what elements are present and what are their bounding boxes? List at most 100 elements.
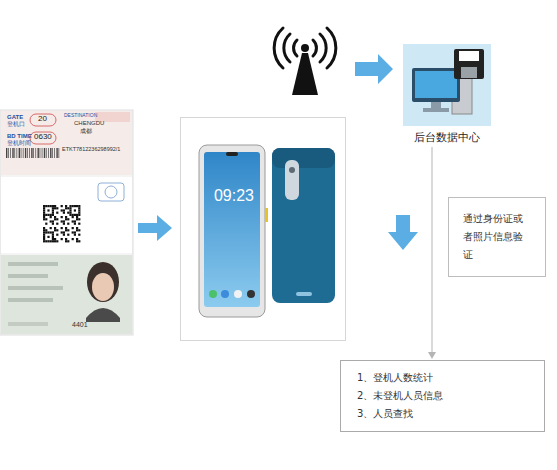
qr-cell: [76, 240, 78, 242]
ticket-text: 4401: [72, 321, 88, 328]
ticket-collage: GATE登机口20DESTINATIONCHENGDU成都BD TIME登机时间…: [0, 110, 133, 335]
qr-cell: [56, 234, 58, 236]
qr-cell: [52, 223, 54, 225]
qr-cell: [61, 227, 63, 229]
qr-cell: [52, 240, 54, 242]
qr-cell: [52, 236, 54, 238]
connector: [428, 147, 436, 359]
qr-cell: [61, 209, 63, 211]
arrow-head: [157, 215, 172, 241]
barcode-bar: [54, 148, 56, 158]
barcode: [6, 148, 59, 158]
qr-cell: [72, 238, 74, 240]
qr-cell: [45, 231, 47, 233]
qr-cell: [43, 214, 45, 216]
qr-cell: [43, 240, 45, 242]
qr-cell: [47, 205, 49, 207]
barcode-bar: [58, 148, 60, 158]
qr-cell: [61, 238, 63, 240]
qr-cell: [72, 231, 74, 233]
phone-panel: 09:23: [180, 117, 346, 341]
qr-cell: [67, 240, 69, 242]
qr-cell: [65, 227, 67, 229]
note-box: 通过身份证或者照片信息验证: [448, 197, 546, 277]
qr-cell: [76, 227, 78, 229]
list-item: 1、登机人数统计: [357, 369, 528, 387]
barcode-bar: [25, 148, 26, 158]
phone-illustration: [199, 145, 335, 317]
ticket-text: 登机时间: [7, 140, 31, 146]
qr-cell: [43, 207, 45, 209]
qr-cell: [69, 205, 71, 207]
ticket-text: 0630: [34, 133, 52, 141]
barcode-bar: [41, 148, 43, 158]
barcode-bar: [33, 148, 35, 158]
qr-cell: [54, 216, 56, 218]
qr-cell: [78, 240, 80, 242]
qr-cell: [56, 218, 58, 220]
barcode-bar: [10, 148, 12, 158]
qr-cell: [78, 223, 80, 225]
qr-cell: [74, 209, 76, 211]
qr-cell: [43, 218, 45, 220]
barcode-bar: [6, 148, 7, 158]
qr-cell: [54, 205, 56, 207]
qr-cell: [52, 238, 54, 240]
qr-cell: [61, 205, 63, 207]
qr-cell: [76, 218, 78, 220]
qr-cell: [78, 234, 80, 236]
qr-cell: [67, 207, 69, 209]
qr-cell: [63, 223, 65, 225]
antenna-icon: [274, 28, 336, 95]
qr-cell: [76, 214, 78, 216]
qr-cell: [72, 227, 74, 229]
qr-cell: [50, 205, 52, 207]
qr-cell: [69, 212, 71, 214]
qr-cell: [43, 205, 45, 207]
ticket-text: 成都: [80, 128, 92, 134]
data-center: 后台数据中心: [403, 44, 491, 145]
qr-cell: [54, 207, 56, 209]
barcode-bar: [16, 148, 18, 158]
qr-cell: [43, 238, 45, 240]
qr-cell: [50, 220, 52, 222]
ticket-text: CHENGDU: [74, 120, 104, 126]
qr-cell: [69, 207, 71, 209]
list-item: 2、未登机人员信息: [357, 387, 528, 405]
qr-cell: [63, 234, 65, 236]
barcode-bar: [45, 148, 47, 158]
connector-line: [138, 223, 158, 233]
qr-cell: [43, 234, 45, 236]
barcode-bar: [56, 148, 57, 158]
qr-cell: [43, 209, 45, 211]
qr-cell: [78, 205, 80, 207]
qr-cell: [72, 214, 74, 216]
clock-text: 09:23: [201, 188, 267, 204]
qr-cell: [47, 209, 49, 211]
qr-cell: [67, 234, 69, 236]
ticket-text: DESTINATION: [64, 113, 97, 118]
qr-cell: [65, 240, 67, 242]
barcode-bar: [22, 148, 24, 158]
qr-cell: [72, 220, 74, 222]
qr-cell: [52, 220, 54, 222]
qr-cell: [47, 236, 49, 238]
qr-cell: [56, 223, 58, 225]
qr-cell: [65, 229, 67, 231]
qr-cell: [76, 238, 78, 240]
arrow-head: [428, 352, 436, 359]
qr-cell: [76, 205, 78, 207]
qr-cell: [78, 212, 80, 214]
qr-cell: [67, 212, 69, 214]
qr-cell: [43, 216, 45, 218]
qr-cell: [43, 236, 45, 238]
barcode-bar: [52, 148, 54, 158]
qr-cell: [52, 209, 54, 211]
qr-cell: [63, 220, 65, 222]
qr-cell: [74, 220, 76, 222]
barcode-bar: [31, 148, 32, 158]
barcode-bar: [44, 148, 45, 158]
qr-cell: [74, 223, 76, 225]
qr-cell: [72, 205, 74, 207]
